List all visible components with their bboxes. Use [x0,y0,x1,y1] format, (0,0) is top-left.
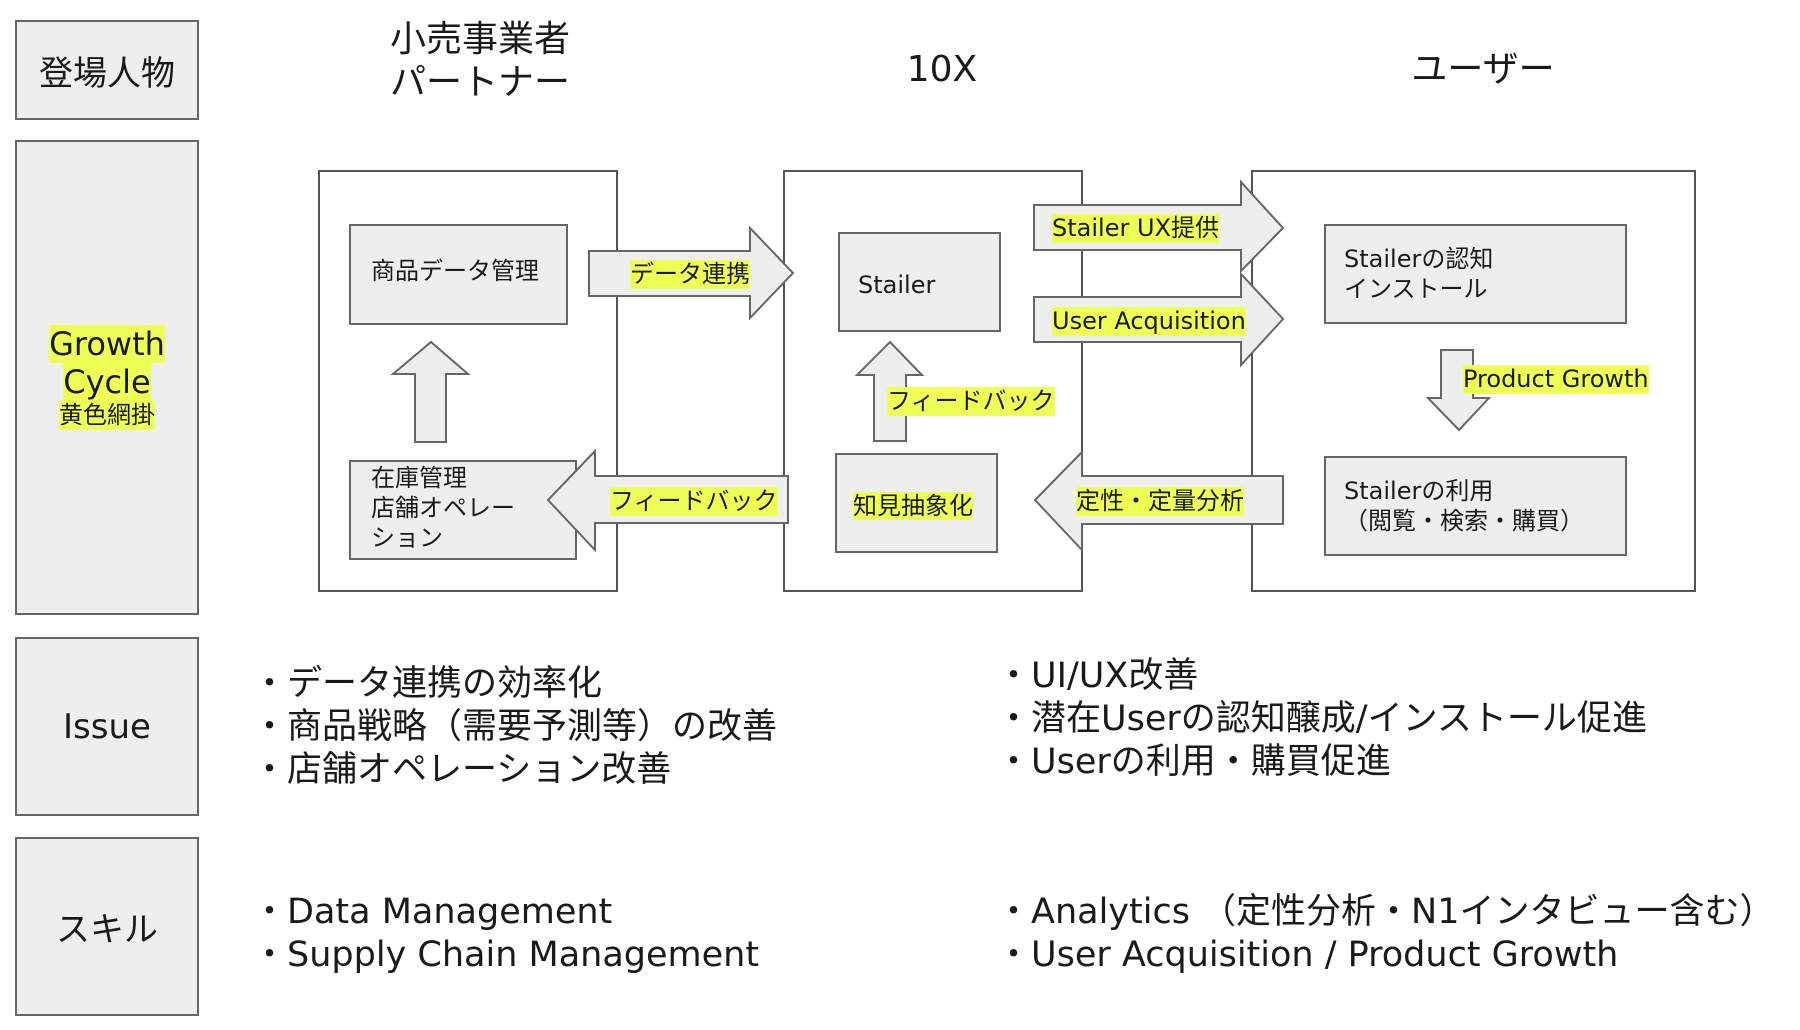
list-item: ・商品戦略（需要予測等）の改善 [252,707,778,747]
row-label-skill: スキル [15,837,199,1016]
analysis-label: 定性・定量分析 [1076,487,1244,516]
feedback-left-label: フィードバック [610,487,778,516]
stailer-text: Stailer [858,271,936,299]
user-acquisition-label: User Acquisition [1052,307,1246,336]
row-label-characters-text: 登場人物 [39,53,175,94]
row-label-skill-text: スキル [56,910,158,950]
ux-provide-label: Stailer UX提供 [1052,214,1219,243]
row-label-growth-cycle: Growth Cycle 黄色網掛 [15,140,199,615]
product-data-box: 商品データ管理 [349,224,568,325]
product-growth-label: Product Growth [1463,365,1649,394]
product-growth-arrow-icon [1425,349,1492,432]
column-header-retailer: 小売事業者 パートナー [380,18,580,104]
usage-line2: （閲覧・検索・購買） [1344,507,1584,535]
list-item: ・データ連携の効率化 [252,664,603,704]
data-link-label: データ連携 [630,260,750,289]
list-item: ・潜在Userの認知醸成/インストール促進 [996,699,1647,739]
list-item: ・店舗オペレーション改善 [252,750,672,790]
feedback-up-label: フィードバック [887,387,1055,416]
stailer-box: Stailer [838,232,1001,332]
column-header-retailer-line1: 小売事業者 [389,19,570,60]
insight-text: 知見抽象化 [853,492,973,520]
awareness-box: Stailerの認知 インストール [1324,224,1627,324]
list-item: ・User Acquisition / Product Growth [996,935,1619,975]
growth-cycle-line1: Growth [49,324,165,364]
usage-box: Stailerの利用 （閲覧・検索・購買） [1324,456,1627,556]
user-skill-list: ・Analytics （定性分析・N1インタビュー含む） ・User Acqui… [996,891,1775,977]
retailer-issue-list: ・データ連携の効率化 ・商品戦略（需要予測等）の改善 ・店舗オペレーション改善 [252,663,777,792]
row-label-characters: 登場人物 [15,20,199,120]
column-header-10x: 10X [906,49,978,90]
inventory-line3: ション [371,524,443,552]
row-label-issue: Issue [15,637,199,816]
list-item: ・Data Management [252,892,613,932]
usage-line1: Stailerの利用 [1344,477,1494,505]
user-issue-list: ・UI/UX改善 ・潜在Userの認知醸成/インストール促進 ・Userの利用・… [996,655,1647,784]
awareness-line1: Stailerの認知 [1344,245,1494,273]
inventory-line1: 在庫管理 [371,464,467,492]
retailer-up-arrow-icon [390,340,471,443]
column-header-retailer-line2: パートナー [389,62,570,104]
list-item: ・Supply Chain Management [252,935,760,975]
growth-cycle-line2: Cycle [63,363,151,402]
retailer-skill-list: ・Data Management ・Supply Chain Managemen… [252,891,759,977]
list-item: ・UI/UX改善 [996,656,1199,696]
inventory-box: 在庫管理 店舗オペレー ション [349,460,577,560]
awareness-line2: インストール [1344,275,1488,303]
list-item: ・Userの利用・購買促進 [996,742,1391,782]
row-label-issue-text: Issue [63,706,151,747]
list-item: ・Analytics （定性分析・N1インタビュー含む） [996,892,1775,932]
growth-cycle-note: 黄色網掛 [59,401,155,431]
inventory-line2: 店舗オペレー [371,494,515,522]
column-header-user: ユーザー [1411,49,1555,90]
insight-box: 知見抽象化 [835,453,998,553]
product-data-text: 商品データ管理 [371,257,539,285]
